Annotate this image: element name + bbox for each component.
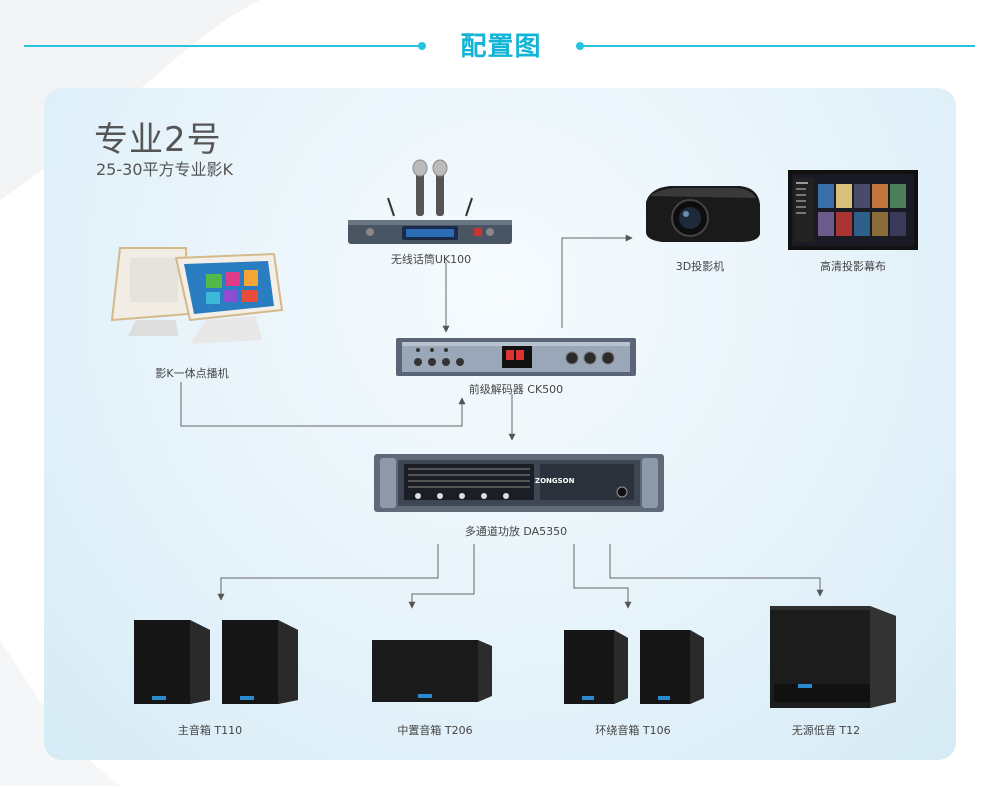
header-line-left [24,45,422,47]
subwoofer-label: 无源低音 T12 [791,724,861,737]
jukebox-label: 影K一体点播机 [155,367,229,380]
wire-amp-sub [609,544,824,597]
page-title: 配置图 [460,32,542,62]
amplifier-brand: ZONGSON [535,477,575,485]
wire-amp-surround [573,544,632,609]
plan-title: 专业2号 [94,120,222,160]
center-speaker-label: 中置音箱 T206 [397,724,473,737]
amplifier-image [374,454,664,512]
surround-speaker-label: 环绕音箱 T106 [595,724,671,737]
main-speaker-image [134,620,298,704]
wire-amp-center [408,544,475,609]
header-line-right [580,45,975,47]
wireless-mic-image [348,159,512,244]
main-speaker-label: 主音箱 T110 [177,724,243,737]
wire-amp-main [217,544,439,601]
jukebox-image [110,247,284,344]
header-dot-left [418,42,426,50]
center-speaker-image [372,640,492,702]
preamp-label: 前级解码器 CK500 [468,383,564,396]
surround-speaker-image [564,630,704,704]
wire-preamp-projector [561,234,633,328]
projection-screen-label: 高清投影幕布 [820,260,886,273]
subwoofer-image [770,606,896,708]
preamp-image [396,338,636,376]
wireless-mic-label: 无线话筒UK100 [390,253,472,266]
projector-label: 3D投影机 [675,260,725,273]
amplifier-label: 多通道功放 DA5350 [464,525,568,538]
wire-jukebox-preamp [180,382,466,427]
projector-image [646,186,760,242]
projection-screen-image [788,170,918,250]
plan-subtitle: 25-30平方专业影K [96,160,233,179]
